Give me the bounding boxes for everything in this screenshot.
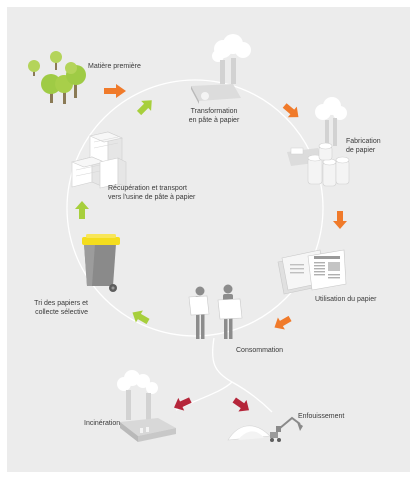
incinerator-icon	[117, 370, 176, 442]
paper-bales-icon	[71, 131, 127, 189]
arrow-transformation-to-fabrication	[282, 103, 299, 118]
arrow-matiere-to-transformation	[104, 84, 126, 98]
arrow-consommation-to-incineration	[174, 397, 192, 411]
newspapers-icon	[277, 249, 347, 295]
paper-mill-icon	[287, 97, 350, 187]
node-label-transformation: Transformation en pâte à papier	[188, 108, 240, 124]
node-label-enfouissement: Enfouissement	[298, 413, 345, 420]
node-label-incineration: Incinération	[84, 420, 121, 427]
arrow-tri-to-recuperation	[75, 201, 89, 219]
node-label-matiere: Matière première	[88, 63, 141, 70]
node-label-fabrication: Fabrication de papier	[346, 138, 381, 154]
node-label-recuperation: Récupération et transport vers l'usine d…	[108, 185, 196, 201]
arrow-recuperation-to-transformation	[136, 100, 152, 116]
node-label-consommation: Consommation	[236, 347, 284, 354]
landfill-icon	[227, 416, 303, 442]
node-label-tri: Tri des papiers et collecte sélective	[34, 300, 88, 316]
arrow-fabrication-to-utilisation	[333, 211, 347, 229]
trees-icon	[28, 51, 86, 104]
recycling-bin-icon	[82, 234, 120, 292]
arrow-consommation-to-enfouissement	[232, 397, 250, 412]
readers-icon	[188, 284, 243, 339]
arrow-consommation-to-tri	[132, 310, 150, 325]
pulp-factory-icon	[191, 34, 251, 104]
cycle-ring	[66, 79, 324, 337]
node-label-utilisation: Utilisation du papier	[315, 296, 377, 303]
arrow-utilisation-to-consommation	[274, 315, 292, 330]
